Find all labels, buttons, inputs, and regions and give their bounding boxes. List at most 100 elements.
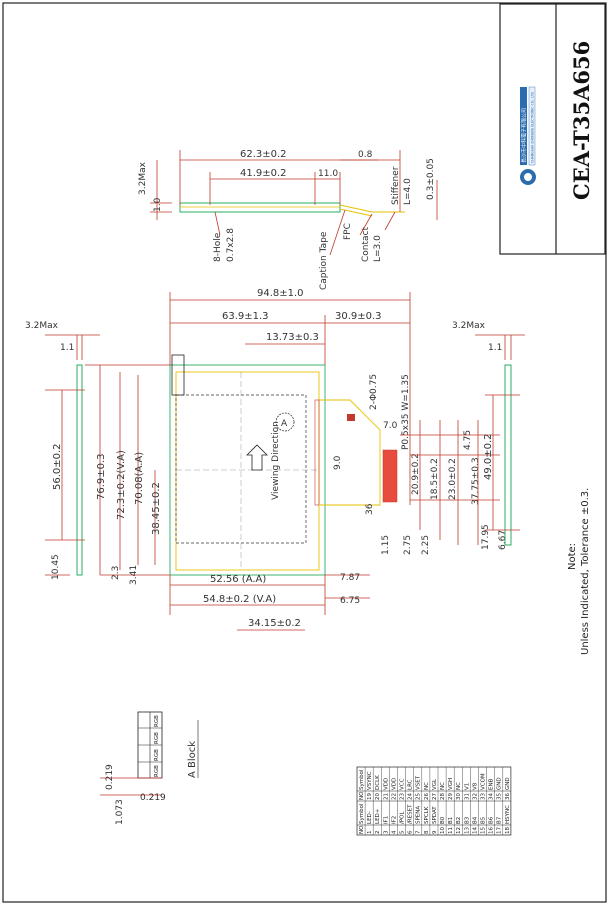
label-stiffener: Stiffener (391, 166, 401, 205)
pin-table-cell: 22 (391, 793, 397, 800)
pin-table-cell: B1 (448, 817, 454, 824)
a-block-cell-3: RGB (154, 749, 160, 761)
fpc-contact-pads (382, 449, 398, 503)
dim-left-max: 3.2Max (25, 321, 59, 331)
dim-13-73: 13.73±0.3 (266, 332, 319, 343)
dim-top-b: 0.8 (358, 150, 373, 160)
company-name-en: CHANGSHA ZHONGKE ELECTRONIC CO., LTD (531, 91, 535, 163)
dim-left-3-41: 3.41 (129, 565, 139, 585)
pin-table-cell: VSYNC (367, 771, 373, 790)
pin-table-cell: 35 (497, 793, 503, 800)
note-title: Note: (567, 543, 578, 570)
pin-table-cell: 13 (464, 827, 470, 834)
pin-table-cell: 5 (400, 830, 406, 834)
dim-right-49: 49.0±0.2 (483, 433, 494, 480)
label-hole-size: 0.7x2.8 (226, 228, 236, 262)
dim-4-75: 4.75 (463, 430, 473, 450)
dim-top-inner: 41.9±0.2 (240, 168, 287, 179)
pin-table-header-cell: Symbol (359, 769, 365, 790)
pin-table-cell: B6 (489, 816, 495, 824)
a-block-label: A Block (187, 741, 198, 778)
pin-table-cell: 29 (448, 793, 454, 800)
dim-pitch: P0.5x35 W=1.35 (401, 374, 411, 450)
pin-table-cell: B3 (464, 816, 470, 824)
dim-1-15: 1.15 (381, 535, 391, 555)
dim-37-75: 37.75±0.3 (471, 457, 481, 505)
pin-table-cell: VDD (383, 778, 389, 790)
dim-panel-width: 63.9±1.3 (222, 311, 269, 322)
pin-table-cell: LED- (367, 811, 373, 824)
pin-table-cell: 34 (489, 793, 495, 800)
dim-right-1: 1.1 (488, 343, 502, 353)
pin-table-cell: 9 (432, 830, 438, 834)
pin-table-cell: VCOM (481, 773, 487, 790)
company-name-cn: 長沙市中科電子有限公司 (521, 108, 528, 163)
pin-table-cell: 4 (391, 830, 397, 834)
pin-table-cell: 20 (375, 793, 381, 800)
pin-table-cell: GND (505, 777, 511, 790)
pin-table-cell: DCLK (375, 775, 381, 790)
dim-6-67: 6.67 (498, 530, 508, 550)
pin-table-header-cell: Symbol (359, 803, 365, 824)
pin-table-cell: 19 (367, 793, 373, 800)
label-fpc: FPC (343, 223, 353, 240)
pin-table-cell: 8 (424, 830, 430, 834)
a-block-dim-3: 0.219 (140, 793, 166, 803)
pin-table-cell: VGL (432, 778, 438, 790)
dim-2-75: 2.75 (403, 535, 413, 555)
pin-table: NO.SymbolNO.Symbol1LED-19VSYNC2LED+20DCL… (356, 766, 512, 836)
dim-20-9: 20.9±0.2 (411, 453, 421, 495)
pin-table-cell: 26 (424, 793, 430, 800)
pin-table-cell: B4 (472, 816, 478, 824)
pin-table-cell: /RESET (408, 804, 414, 824)
pin-table-cell: B0 (440, 816, 446, 824)
dim-fpc-width: 30.9±0.3 (335, 311, 382, 322)
pin-table-cell: 33 (481, 793, 487, 800)
pin-table-cell: 10 (440, 827, 446, 834)
pin-table-cell: SPENA (416, 806, 422, 824)
pin-table-cell: 3 (383, 830, 389, 834)
note: Note: Unless Indicated, Tolerance ±0.3. (567, 488, 591, 655)
pin-table-cell: VCC (400, 778, 406, 790)
pin-table-cell: B2 (456, 817, 462, 824)
dim-7: 7.0 (383, 421, 398, 431)
dim-7-87: 7.87 (340, 573, 360, 583)
label-contact-l: L=3.0 (373, 235, 383, 262)
dim-height-38: 38.45±0.2 (151, 482, 162, 535)
dim-va-width: 54.8±0.2 (V.A) (203, 594, 276, 605)
pin-table-cell: 27 (432, 793, 438, 800)
dim-23-0: 23.0±0.2 (448, 458, 458, 500)
note-text: Unless Indicated, Tolerance ±0.3. (580, 488, 591, 655)
dim-aa-width: 52.56 (A.A) (210, 574, 266, 585)
label-stiffener-l: L=4.0 (403, 178, 413, 205)
pin-table-cell: GND (497, 777, 503, 790)
pin-table-cell: 2 (375, 831, 381, 835)
dim-left-10-45: 10.45 (51, 554, 61, 580)
pin-table-cell: 14 (472, 827, 478, 834)
model-number: CEA-T35A656 (569, 41, 594, 200)
pin-table-cell: VGH (448, 778, 454, 790)
dim-hole: 2-Φ0.75 (369, 374, 379, 410)
main-front-view: Viewing Direction A 94.8±1.0 63.9±1.3 30… (25, 288, 525, 631)
pin-table-cell: NC (456, 782, 462, 790)
pin-table-cell: 15 (481, 827, 487, 834)
dim-left-1: 1.1 (60, 343, 74, 353)
pin-table-cell: ENB (489, 778, 495, 790)
pin-table-cell: SPDAT (432, 806, 438, 824)
dim-pin-36: 36 (365, 503, 375, 515)
label-detail-a: A (281, 419, 288, 429)
pin-table-cell: 18 (505, 827, 511, 834)
dim-17-95: 17.95 (481, 524, 491, 550)
dim-right-max: 3.2Max (452, 321, 486, 331)
lcd-outline (169, 364, 326, 576)
top-side-view: 62.3±0.2 41.9±0.2 11.0 0.8 3.2Max 1.0 0.… (138, 149, 438, 290)
dim-total-width: 94.8±1.0 (257, 288, 304, 299)
title-block: 長沙市中科電子有限公司 CHANGSHA ZHONGKE ELECTRONIC … (499, 3, 606, 255)
pin-table-cell: 21 (383, 793, 389, 800)
pin-table-cell: VSET (416, 775, 422, 790)
pin-table-cell: 28 (440, 793, 446, 800)
pin-table-cell: LED+ (375, 808, 381, 824)
a-block-cell-2: RGB (154, 732, 160, 744)
pin-table-cell: 12 (456, 827, 462, 834)
a-block-dim-1: 0.219 (105, 764, 115, 790)
